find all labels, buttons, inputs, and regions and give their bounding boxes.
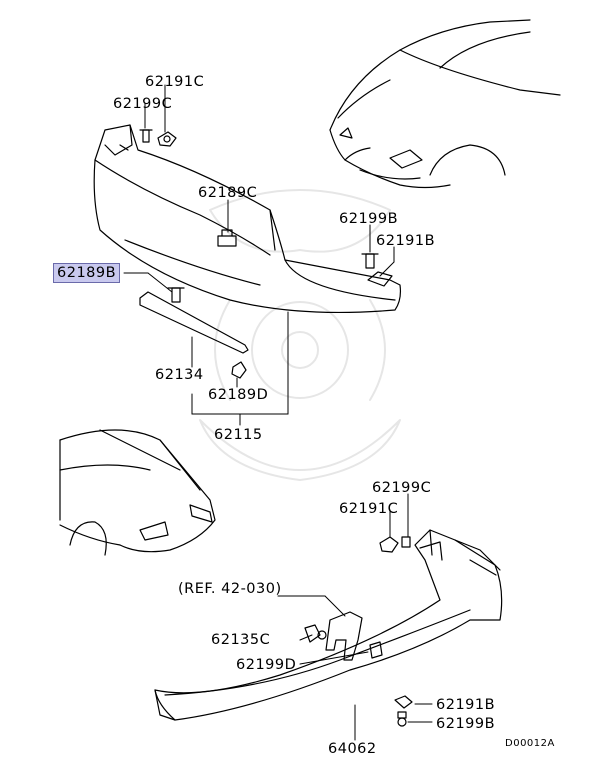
front-bumper xyxy=(93,124,402,314)
label-62191b-rear: 62191B xyxy=(436,697,496,713)
label-62134: 62134 xyxy=(155,367,204,383)
diagram-code: D00012A xyxy=(505,738,555,749)
label-62189c: 62189C xyxy=(198,185,258,201)
label-62115: 62115 xyxy=(214,427,263,443)
label-62191c-top: 62191C xyxy=(145,74,205,90)
label-62191c-rear: 62191C xyxy=(339,501,399,517)
rear-fasteners xyxy=(304,536,413,727)
front-car-outline xyxy=(329,19,561,189)
label-62191b-top: 62191B xyxy=(376,233,436,249)
label-62189d: 62189D xyxy=(208,387,269,403)
rear-bumper xyxy=(154,529,503,721)
label-62135c: 62135C xyxy=(211,632,271,648)
label-62199b-rear: 62199B xyxy=(436,716,496,732)
label-62189b-highlighted[interactable]: 62189B xyxy=(53,263,121,283)
rear-car-outline xyxy=(59,429,216,556)
label-62199b-top: 62199B xyxy=(339,211,399,227)
strip-62134 xyxy=(139,291,249,354)
front-fasteners xyxy=(139,129,393,379)
label-62199c-top: 62199C xyxy=(113,96,173,112)
label-62199d: 62199D xyxy=(236,657,297,673)
label-64062: 64062 xyxy=(328,741,377,757)
leader-lines xyxy=(123,84,433,741)
label-ref-42-030: (REF. 42-030) xyxy=(178,581,282,597)
watermark-emblem xyxy=(199,189,401,481)
label-62199c-rear: 62199C xyxy=(372,480,432,496)
